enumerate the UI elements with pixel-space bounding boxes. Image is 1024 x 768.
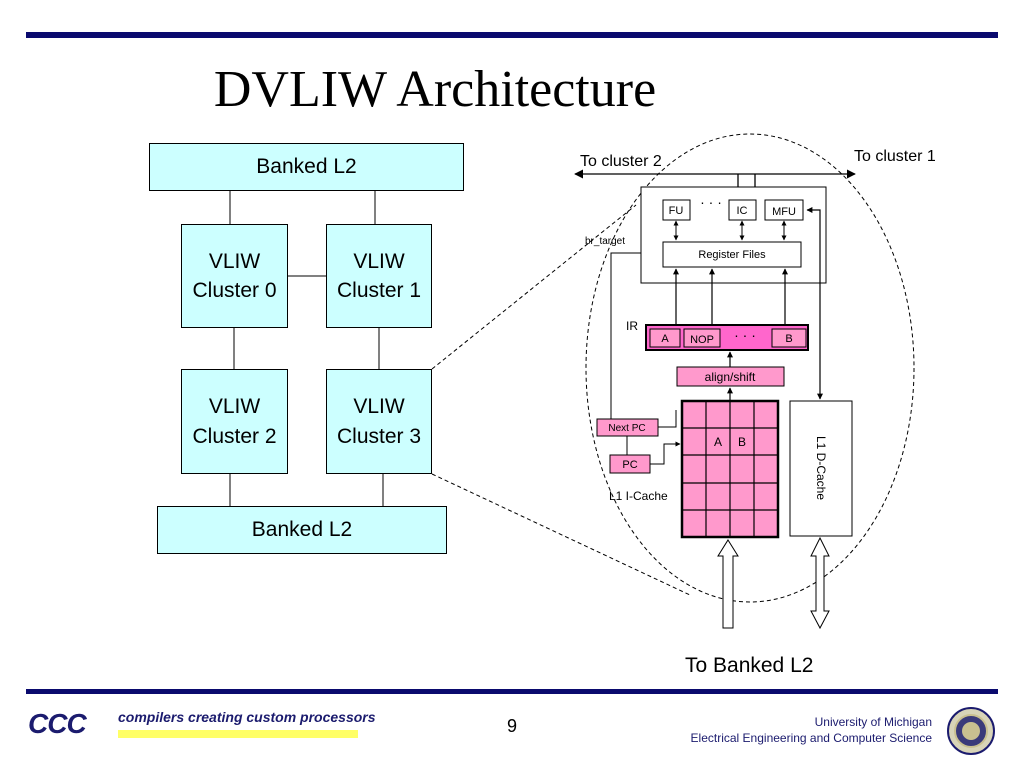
pc-label: PC — [622, 459, 637, 471]
page-number: 9 — [506, 716, 517, 736]
ir-slot-nop — [683, 328, 721, 348]
zoom-lines — [431, 204, 691, 596]
mfu-box — [764, 199, 804, 221]
fu-label: FU — [669, 205, 684, 217]
footer-tagline: compilers creating custom processors — [118, 709, 376, 725]
ir-slot-a — [649, 328, 681, 348]
cluster-detail-ellipse — [585, 133, 915, 603]
unit-ellipsis: · · · — [700, 194, 722, 210]
vliw-cluster-2: VLIW Cluster 2 — [181, 369, 288, 474]
cluster-0-line1: VLIW — [208, 249, 261, 273]
next-pc-label: Next PC — [608, 423, 645, 434]
unit-regfile-links — [673, 220, 787, 241]
cache-b-label: B — [738, 435, 746, 449]
align-shift-label: align/shift — [705, 370, 756, 384]
cache-a-label: A — [714, 435, 722, 449]
cluster-3-line1: VLIW — [353, 395, 405, 419]
bottom-rule — [26, 689, 998, 694]
br-target-label: br_target — [585, 236, 625, 247]
vliw-cluster-3: VLIW Cluster 3 — [326, 369, 432, 474]
pc-to-cache-arrow — [650, 441, 681, 465]
cluster-connectors — [229, 191, 384, 506]
ic-box — [728, 199, 757, 221]
nextpc-feedback — [658, 410, 677, 428]
ic-label: IC — [737, 205, 748, 217]
top-rule — [26, 32, 998, 38]
dcache-l2-arrow — [810, 536, 830, 630]
ir-slot-nop-label: NOP — [690, 334, 714, 346]
mfu-label: MFU — [772, 206, 796, 218]
slide-title: DVLIW Architecture — [213, 61, 657, 118]
register-files-label: Register Files — [698, 249, 766, 261]
icache-l2-arrow — [717, 539, 739, 629]
l1-dcache-label: L1 D-Cache — [814, 436, 828, 500]
ir-slot-b — [771, 328, 807, 348]
br-target-path — [610, 252, 641, 419]
tagline-underline — [118, 730, 358, 738]
department-name: Electrical Engineering and Computer Scie… — [690, 731, 932, 745]
register-files-box — [662, 241, 802, 268]
cluster-2-line1: VLIW — [208, 395, 261, 419]
cluster-2-line2: Cluster 2 — [192, 424, 277, 448]
banked-l2-top: Banked L2 — [149, 143, 464, 191]
to-cluster-1-label: To cluster 1 — [854, 148, 936, 165]
vliw-cluster-0: VLIW Cluster 0 — [181, 224, 288, 328]
university-seal-icon — [947, 707, 995, 755]
ccc-logo: CCC — [28, 708, 87, 739]
university-name: University of Michigan — [814, 715, 932, 729]
vliw-cluster-1: VLIW Cluster 1 — [326, 224, 432, 328]
mfu-dcache-link — [806, 207, 823, 400]
cluster-3-line2: Cluster 3 — [336, 424, 422, 448]
l1-dcache-box — [789, 400, 853, 537]
cluster-1-line1: VLIW — [353, 249, 405, 273]
ir-slot-b-label: B — [785, 333, 792, 345]
cluster-0-line2: Cluster 0 — [192, 279, 277, 302]
to-cluster-2-label: To cluster 2 — [580, 153, 662, 170]
l1-icache-label: L1 I-Cache — [609, 489, 668, 503]
l1-icache-grid — [680, 399, 780, 539]
to-banked-l2-label: To Banked L2 — [685, 654, 813, 677]
ir-ellipsis: · · · — [734, 327, 756, 343]
ir-label: IR — [626, 319, 638, 333]
ir-slot-a-label: A — [661, 333, 669, 345]
banked-l2-bottom: Banked L2 — [157, 506, 447, 554]
cluster-1-line2: Cluster 1 — [336, 279, 422, 302]
ir-to-regfile-arrows — [673, 268, 788, 325]
fu-box — [662, 199, 691, 221]
university-credit: University of Michigan Electrical Engine… — [691, 714, 932, 746]
